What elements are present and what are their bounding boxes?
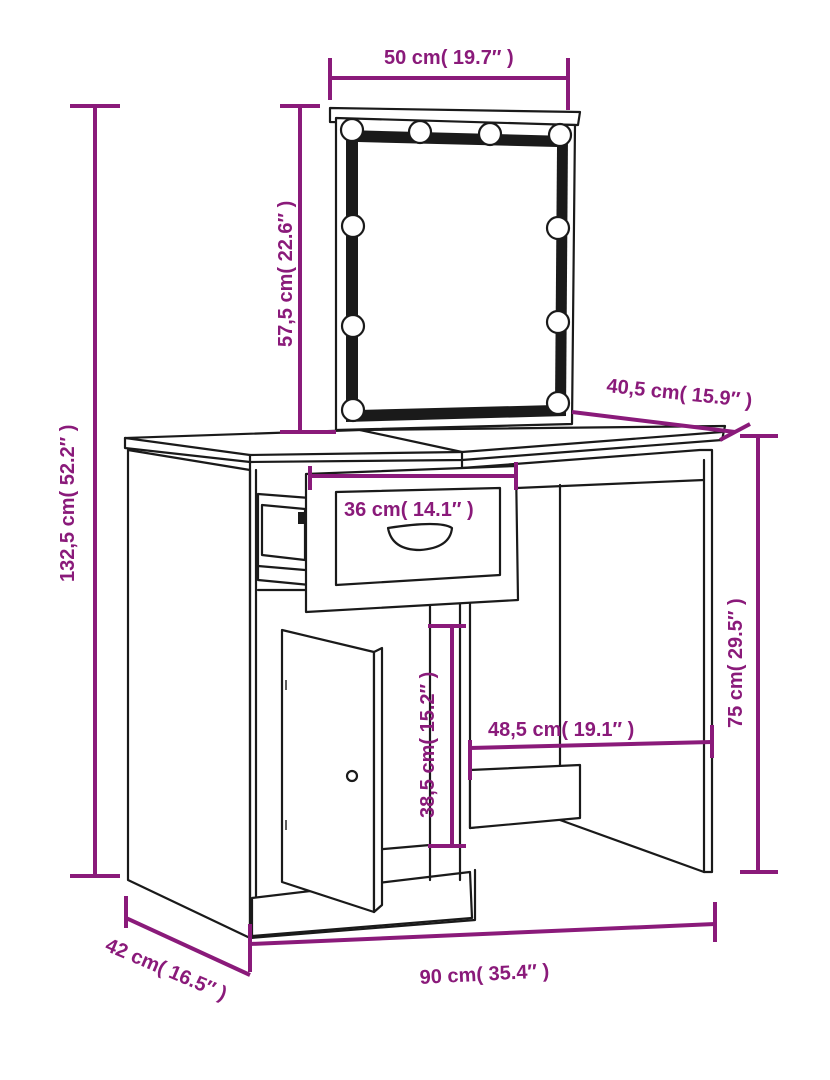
label-mirror-height: 57,5 cm( 22.6″ ) [275,201,297,347]
mirror [328,106,582,432]
label-legroom-width: 48,5 cm( 19.1″ ) [488,719,634,741]
label-desk-height: 75 cm( 29.5″ ) [725,598,747,728]
door-knob [345,769,359,783]
label-total-depth: 42 cm( 16.5″ ) [102,934,230,1005]
label-mirror-width: 50 cm( 19.7″ ) [384,47,514,69]
desk-top [123,424,727,470]
label-desk-depth-top: 40,5 cm( 15.9″ ) [605,375,753,412]
label-legroom-height: 38,5 cm( 15.2″ ) [417,672,439,818]
dimension-lines [70,58,778,977]
label-total-width: 90 cm( 35.4″ ) [419,960,550,989]
drawer [256,464,520,614]
mirror-bulbs [339,117,573,423]
cabinet-door [280,628,384,914]
label-drawer-width: 36 cm( 14.1″ ) [344,499,474,521]
label-total-height: 132,5 cm( 52.2″ ) [57,425,79,582]
drawer-handle [386,522,454,552]
